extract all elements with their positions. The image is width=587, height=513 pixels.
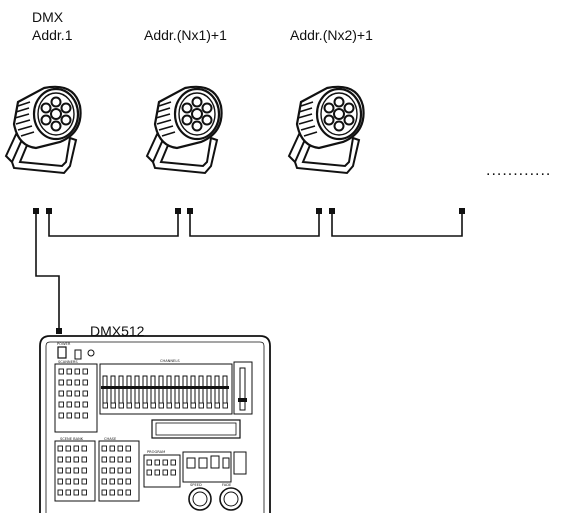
fixture-3-to-next-cable <box>331 214 463 237</box>
continuation-dots: ............ <box>486 162 552 179</box>
fixture-1-label-line-1: DMX <box>32 9 64 25</box>
fixture-2-par-light-icon <box>145 85 223 175</box>
fixture-3-address-label: Addr.(Nx2)+1 <box>290 27 373 43</box>
scene-text: SCENE BANK <box>60 437 84 441</box>
controller-label: DMX512 <box>90 323 145 339</box>
power-text: POWER <box>57 342 71 346</box>
fixture-1-par-light-icon <box>4 85 82 175</box>
dmx-connectors <box>33 208 465 334</box>
dmx-console-icon: POWER SCANNERS CHANNELS <box>39 335 271 513</box>
fixture-1-address-label: DMX Addr.1 <box>32 8 72 44</box>
scanners-text: SCANNERS <box>58 360 78 364</box>
fixture-1-label-line-2: Addr.1 <box>32 27 73 43</box>
fixture-2-to-fixture-3-cable <box>189 214 320 237</box>
controller-to-fixture-1-cable <box>35 214 60 328</box>
fade-text: FADE <box>222 483 232 487</box>
fixture-1-to-fixture-2-cable <box>48 214 179 237</box>
dmx-cables <box>35 214 463 328</box>
program-text: PROGRAM <box>147 450 165 454</box>
fixture-3-par-light-icon <box>287 85 365 175</box>
channels-text: CHANNELS <box>160 359 180 363</box>
speed-text: SPEED <box>190 483 202 487</box>
chase-text: CHASE <box>104 437 117 441</box>
fixture-2-address-label: Addr.(Nx1)+1 <box>144 27 227 43</box>
